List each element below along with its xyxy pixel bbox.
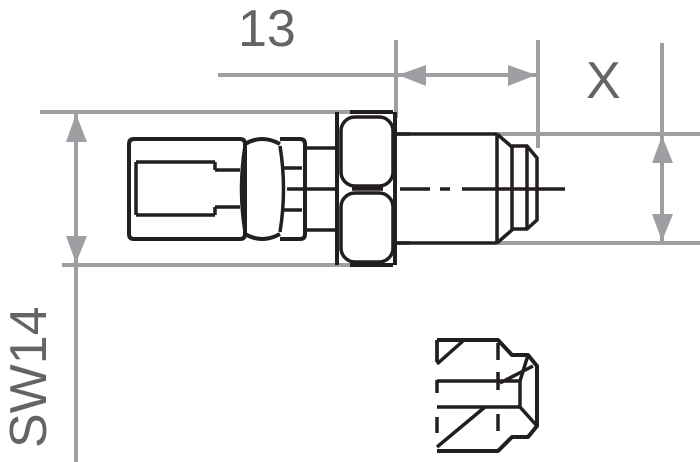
- hex-end-diag-3: [435, 405, 487, 449]
- collar-bottom: [243, 232, 281, 241]
- dimension-13: 13: [218, 0, 540, 148]
- dimension-sw14: SW14: [0, 110, 350, 462]
- side-view: [127, 110, 565, 267]
- hex-face-top: [339, 115, 395, 188]
- hex-end-diag-top: [435, 339, 465, 366]
- dimension-sw14-label: SW14: [0, 306, 58, 448]
- hex-face-bottom: [339, 191, 395, 264]
- collar-left-arc: [239, 145, 247, 233]
- hex-end-diag-1: [499, 364, 534, 385]
- hex-end-outline: [437, 338, 539, 453]
- end-view-hex: [435, 338, 539, 453]
- arrow-up-icon: [652, 136, 673, 163]
- hex-end-diag-4: [518, 354, 530, 382]
- collar-top: [243, 137, 281, 146]
- hex-end-diag-2: [518, 405, 539, 428]
- arrow-down-icon: [652, 214, 673, 241]
- arrow-right-icon: [508, 65, 536, 86]
- arrow-left-icon: [398, 65, 426, 86]
- body-outer: [127, 137, 247, 241]
- dimension-x-label: X: [586, 52, 621, 110]
- collar-right-arc: [278, 145, 286, 233]
- arrow-down-icon: [66, 236, 87, 263]
- arrow-up-icon: [66, 114, 87, 142]
- dimension-x: X: [497, 43, 700, 245]
- dimension-13-label: 13: [238, 0, 296, 58]
